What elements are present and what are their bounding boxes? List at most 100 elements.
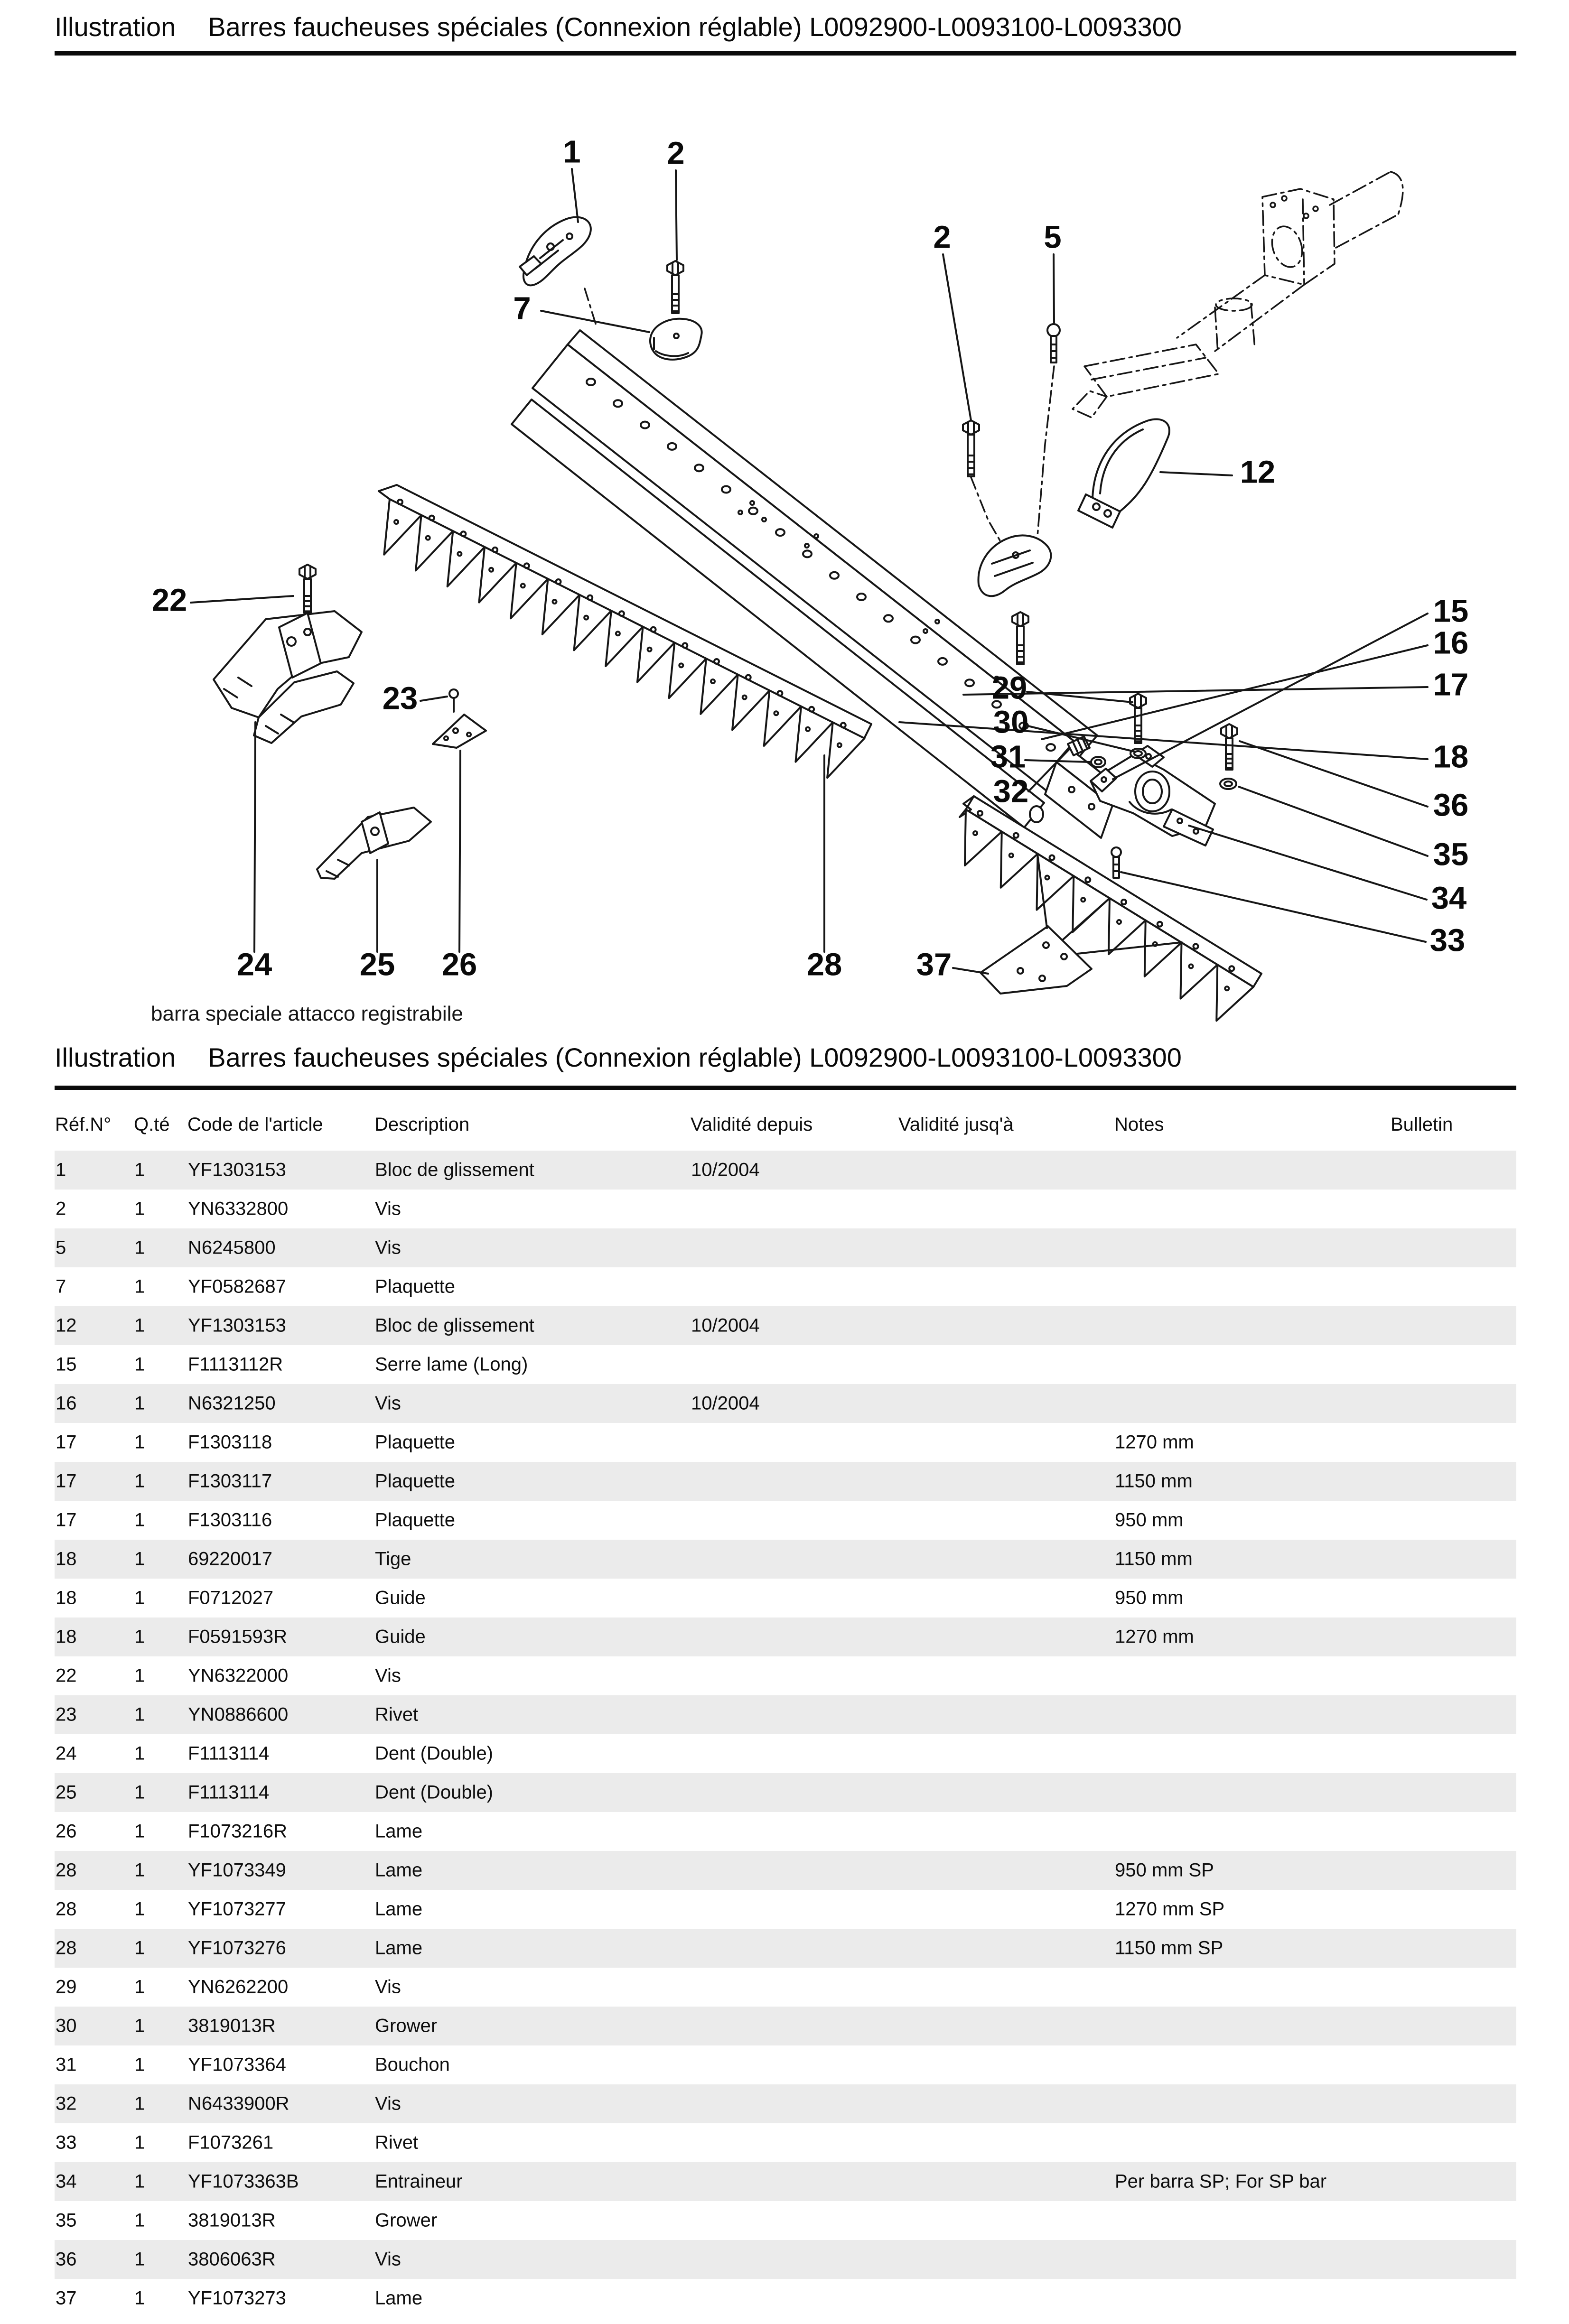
cutter-bar-drawing bbox=[511, 329, 1126, 839]
cell-qty: 1 bbox=[134, 2093, 145, 2114]
cell-ref: 12 bbox=[56, 1315, 77, 1336]
table-header: Réf.N° Q.té Code de l'article Descriptio… bbox=[0, 1114, 1569, 1143]
cell-desc: Vis bbox=[375, 1198, 401, 1219]
callout-22: 22 bbox=[152, 583, 187, 618]
sp-blade-drawing bbox=[959, 795, 1262, 1022]
cell-code: F0712027 bbox=[188, 1587, 274, 1608]
col-header-desc: Description bbox=[374, 1114, 470, 1135]
cell-qty: 1 bbox=[134, 2171, 145, 2192]
cell-desc: Plaquette bbox=[375, 1432, 456, 1453]
callout-24: 24 bbox=[237, 947, 272, 983]
cell-ref: 15 bbox=[56, 1354, 77, 1375]
callout-37: 37 bbox=[916, 947, 952, 983]
cell-desc: Guide bbox=[375, 1587, 426, 1608]
cell-desc: Rivet bbox=[375, 1704, 419, 1725]
knife-blade-drawing bbox=[378, 484, 872, 779]
cell-code: YN6262200 bbox=[188, 1976, 289, 1998]
callout-5: 5 bbox=[1044, 220, 1061, 255]
cell-desc: Serre lame (Long) bbox=[375, 1354, 528, 1375]
cell-qty: 1 bbox=[134, 1159, 145, 1181]
cell-qty: 1 bbox=[134, 1782, 145, 1803]
cell-desc: Bloc de glissement bbox=[375, 1315, 534, 1336]
section-title-text: Barres faucheuses spéciales (Connexion r… bbox=[208, 1042, 1182, 1072]
page-title-text: Barres faucheuses spéciales (Connexion r… bbox=[208, 12, 1182, 42]
cell-ref: 29 bbox=[56, 1976, 77, 1998]
cell-ref: 17 bbox=[56, 1509, 77, 1531]
cell-code: YF1073363B bbox=[188, 2171, 299, 2192]
guard-fingers-drawing bbox=[213, 610, 487, 880]
cell-ref: 17 bbox=[56, 1432, 77, 1453]
cell-ref: 30 bbox=[56, 2015, 77, 2036]
cell-desc: Dent (Double) bbox=[375, 1743, 494, 1764]
cell-qty: 1 bbox=[134, 1821, 145, 1842]
cell-notes: 950 mm SP bbox=[1115, 1859, 1214, 1881]
callout-29: 29 bbox=[992, 670, 1027, 706]
cell-code: YN6322000 bbox=[188, 1665, 289, 1686]
cell-qty: 1 bbox=[134, 1315, 145, 1336]
cell-desc: Lame bbox=[375, 1821, 423, 1842]
cell-ref: 34 bbox=[56, 2171, 77, 2192]
callout-2: 2 bbox=[933, 220, 951, 255]
cell-code: F1113112R bbox=[188, 1354, 283, 1375]
cell-qty: 1 bbox=[134, 1859, 145, 1881]
cell-notes: 1270 mm SP bbox=[1115, 1898, 1225, 1920]
cell-desc: Guide bbox=[375, 1626, 426, 1647]
sliding-block-drawing bbox=[519, 216, 592, 287]
col-header-code: Code de l'article bbox=[187, 1114, 323, 1135]
cell-desc: Vis bbox=[375, 1393, 401, 1414]
phantom-bracket-drawing bbox=[1072, 171, 1404, 418]
cell-qty: 1 bbox=[134, 2249, 145, 2270]
cell-ref: 31 bbox=[56, 2054, 77, 2075]
col-header-to: Validité jusq'à bbox=[898, 1114, 1014, 1135]
callout-32: 32 bbox=[993, 774, 1029, 809]
cell-ref: 1 bbox=[56, 1159, 66, 1181]
cell-qty: 1 bbox=[134, 1276, 145, 1297]
cell-ref: 37 bbox=[56, 2287, 77, 2309]
cell-code: YF1073277 bbox=[188, 1898, 286, 1920]
cell-desc: Vis bbox=[375, 1976, 401, 1998]
callout-26: 26 bbox=[442, 947, 477, 983]
cell-desc: Vis bbox=[375, 1237, 401, 1258]
callout-23: 23 bbox=[383, 681, 418, 716]
cell-code: F1073216R bbox=[188, 1821, 288, 1842]
cell-notes: 950 mm bbox=[1115, 1509, 1184, 1531]
cell-ref: 35 bbox=[56, 2210, 77, 2231]
cell-from: 10/2004 bbox=[691, 1159, 760, 1181]
cell-code: N6321250 bbox=[188, 1393, 276, 1414]
cell-desc: Vis bbox=[375, 2093, 401, 2114]
section-title: Illustration Barres faucheuses spéciales … bbox=[55, 1042, 1182, 1073]
cell-code: 69220017 bbox=[188, 1548, 272, 1570]
cell-desc: Bouchon bbox=[375, 2054, 450, 2075]
bolts-drawing bbox=[299, 260, 1238, 771]
cell-desc: Plaquette bbox=[375, 1470, 456, 1492]
col-header-ref: Réf.N° bbox=[55, 1114, 112, 1135]
section-title-label: Illustration bbox=[55, 1042, 176, 1072]
cell-qty: 1 bbox=[134, 1470, 145, 1492]
plate-drawing bbox=[649, 317, 703, 361]
screw-drawing bbox=[1046, 323, 1061, 363]
col-header-qty: Q.té bbox=[134, 1114, 170, 1135]
callout-16: 16 bbox=[1433, 625, 1469, 661]
cell-code: YF0582687 bbox=[188, 1276, 286, 1297]
callout-28: 28 bbox=[807, 947, 842, 983]
cell-qty: 1 bbox=[134, 1743, 145, 1764]
callout-2: 2 bbox=[667, 136, 684, 171]
cell-code: 3819013R bbox=[188, 2015, 276, 2036]
callout-30: 30 bbox=[993, 705, 1029, 740]
